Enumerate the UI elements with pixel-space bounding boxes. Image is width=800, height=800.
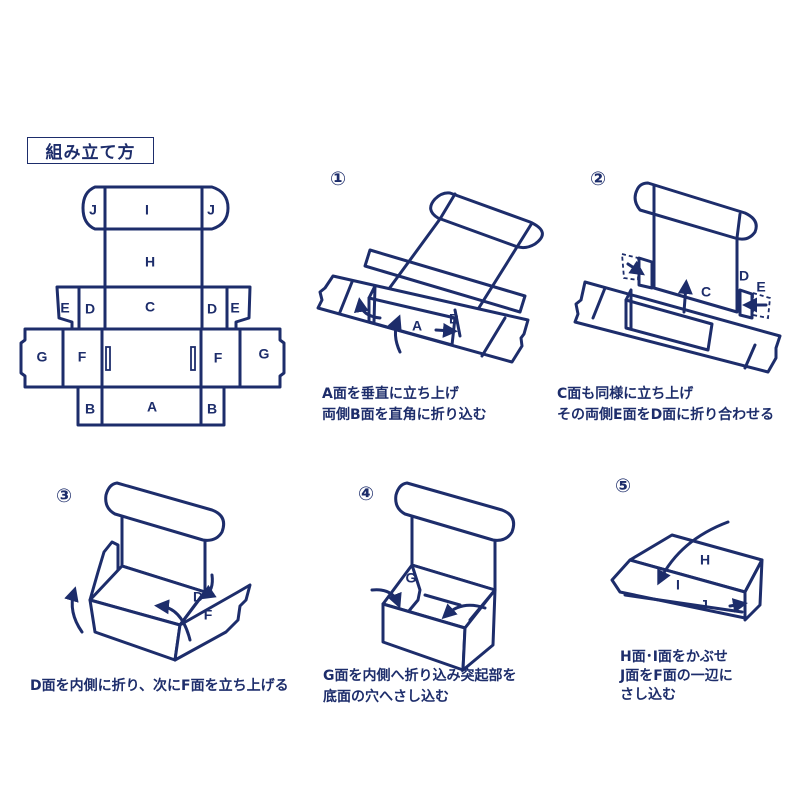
panel-c [103, 285, 204, 331]
panel-j-right [200, 185, 230, 231]
step4-drawing: G [370, 481, 516, 672]
slot-right [190, 346, 196, 371]
label-d: D [739, 268, 749, 284]
step3-caption: D面を内側に折り、次にF面を立ち上げる [30, 676, 289, 697]
label-j: J [700, 597, 708, 613]
step5-caption: H面･I面をかぶせ J面をF面の一辺に さし込む [620, 648, 733, 705]
caption-line: J面をF面の一辺に [620, 668, 733, 684]
label-e: E [230, 300, 239, 316]
arrow-icon [728, 598, 748, 613]
label-g: G [37, 349, 48, 365]
label-e: E [756, 279, 765, 295]
arrow-icon [200, 573, 217, 600]
label-g: G [259, 346, 270, 362]
label-d: D [193, 589, 203, 605]
label-i: I [676, 577, 680, 593]
label-f: F [214, 350, 223, 366]
caption-line: 底面の穴へさし込む [323, 689, 449, 705]
step4-number: ④ [358, 483, 375, 505]
label-b: B [85, 401, 95, 417]
section-title: 組み立て方 [27, 137, 154, 164]
arrow-icon [626, 260, 645, 276]
label-f: F [204, 607, 213, 623]
step1-drawing: A B [316, 191, 544, 364]
arrow-icon [370, 588, 402, 609]
label-c: C [701, 284, 711, 300]
label-j: J [89, 202, 97, 218]
label-j: J [207, 202, 215, 218]
panel-f-right [199, 327, 242, 389]
label-b: B [207, 401, 217, 417]
arrow-icon [353, 297, 382, 320]
arrow-icon [154, 599, 192, 642]
step3-number: ③ [56, 485, 73, 507]
label-f: F [78, 349, 87, 365]
arrow-icon [434, 322, 458, 338]
step1-caption: A面を垂直に立ち上げ 両側B面を直角に折り込む [322, 384, 487, 426]
label-e: E [60, 300, 69, 316]
panel-h [103, 227, 204, 289]
arrow-icon [657, 520, 730, 586]
slot-left [105, 346, 111, 371]
panel-f-left [61, 327, 104, 389]
arrow-icon [441, 603, 487, 620]
arrow-icon [387, 314, 402, 354]
step5-number: ⑤ [615, 475, 632, 497]
step2-drawing: C D E [573, 181, 782, 374]
caption-line: その両側E面をD面に折り合わせる [557, 407, 775, 423]
label-b: B [449, 311, 459, 327]
label-a: A [147, 399, 157, 415]
label-d: D [85, 301, 95, 317]
arrow-icon [64, 586, 84, 634]
caption-line: D面を内側に折り、次にF面を立ち上げる [30, 678, 289, 694]
panel-b-right [199, 385, 226, 427]
caption-line: A面を垂直に立ち上げ [322, 386, 459, 402]
step2-number: ② [590, 168, 607, 190]
panel-j-left [81, 185, 107, 231]
caption-line: C面も同様に立ち上げ [557, 386, 694, 402]
caption-line: 両側B面を直角に折り込む [322, 407, 487, 423]
label-h: H [700, 552, 710, 568]
step3-drawing: D F [64, 481, 252, 662]
caption-line: H面･I面をかぶせ [620, 649, 728, 665]
caption-line: G面を内側へ折り込み突起部を [323, 668, 517, 684]
panel-bottom [100, 327, 203, 389]
step5-drawing: H I J [610, 520, 764, 622]
label-c: C [145, 299, 155, 315]
label-a: A [412, 318, 422, 334]
label-d: D [207, 301, 217, 317]
step2-caption: C面も同様に立ち上げ その両側E面をD面に折り合わせる [557, 384, 774, 426]
label-i: I [145, 202, 149, 218]
box-net: J I J H E D C D E G F F G B A B [19, 185, 286, 427]
panel-b-left [76, 385, 104, 427]
label-g: G [406, 570, 417, 586]
step4-caption: G面を内側へ折り込み突起部を 底面の穴へさし込む [323, 666, 517, 708]
panel-a [100, 385, 203, 427]
arrow-icon [677, 279, 693, 314]
panel-i [103, 185, 204, 231]
panel-g-right [238, 327, 286, 389]
label-h: H [145, 254, 155, 270]
step1-number: ① [330, 168, 347, 190]
caption-line: さし込む [620, 687, 676, 703]
